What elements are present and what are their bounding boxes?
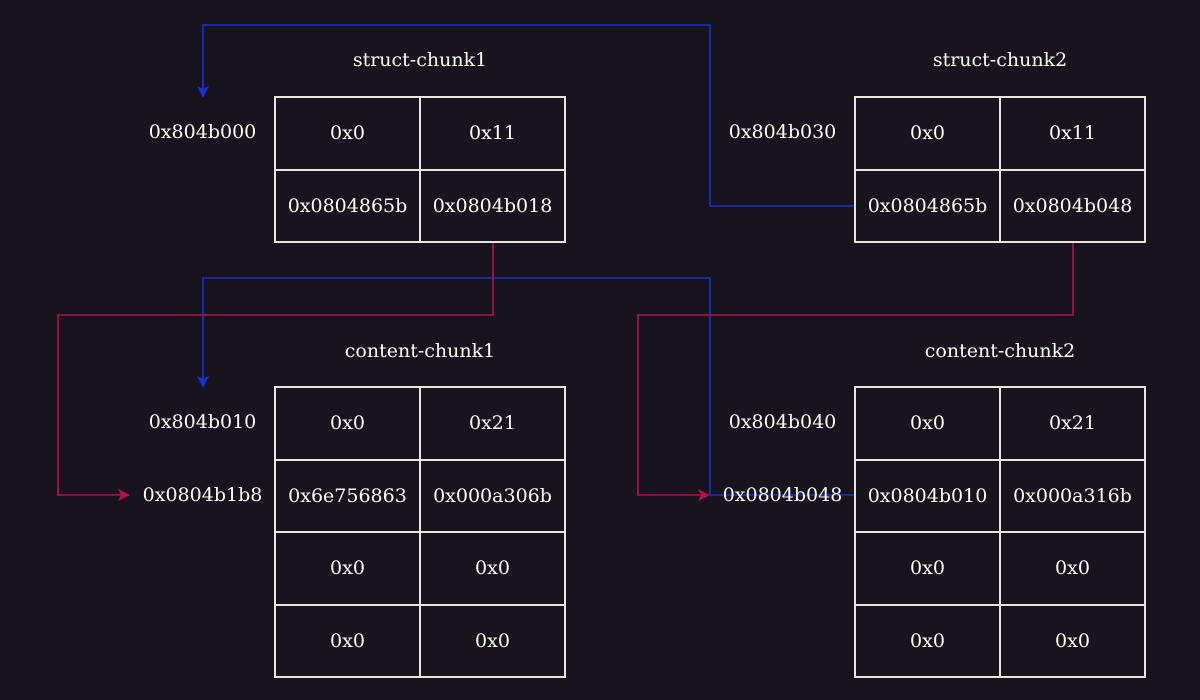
content-chunk2-cell: 0x0 [1001, 533, 1146, 606]
content-chunk2-cell: 0x21 [1001, 388, 1146, 461]
content-chunk1-address: 0x804b010 [148, 411, 257, 433]
struct-chunk1-table: 0x0 0x11 0x0804865b 0x0804b018 [274, 96, 566, 243]
content-chunk2-cell: 0x0 [856, 388, 1001, 461]
struct-chunk1-content-ptr: 0x0804b018 [421, 170, 566, 243]
content-chunk2-title: content-chunk2 [924, 340, 1076, 362]
content-chunk1-cell: 0x000a306b [421, 460, 566, 533]
struct-chunk2-prev-size: 0x0 [856, 98, 1001, 171]
struct-chunk2-address: 0x804b030 [728, 121, 837, 143]
struct-chunk1-address: 0x804b000 [148, 121, 257, 143]
content-chunk2-table: 0x0 0x21 0x0804b010 0x000a316b 0x0 0x0 0… [854, 386, 1146, 678]
content-chunk2-cell: 0x0 [856, 605, 1001, 678]
red-arrow-struct1-to-content1 [57, 242, 494, 501]
content-chunk1-cell: 0x0 [276, 533, 421, 606]
struct-chunk1-func-ptr: 0x0804865b [276, 170, 421, 243]
content-chunk2-address: 0x804b040 [728, 411, 837, 433]
struct-chunk1-title: struct-chunk1 [352, 49, 488, 71]
content-chunk2-data-address: 0x0804b048 [722, 484, 843, 506]
content-chunk1-cell: 0x6e756863 [276, 460, 421, 533]
struct-chunk1-prev-size: 0x0 [276, 98, 421, 171]
content-chunk1-title: content-chunk1 [344, 340, 496, 362]
content-chunk2-cell: 0x0 [856, 533, 1001, 606]
content-chunk2-cell: 0x0 [1001, 605, 1146, 678]
content-chunk2-cell: 0x0804b010 [856, 460, 1001, 533]
struct-chunk2-func-ptr: 0x0804865b [856, 170, 1001, 243]
struct-chunk2-title: struct-chunk2 [932, 49, 1068, 71]
content-chunk2-cell: 0x000a316b [1001, 460, 1146, 533]
struct-chunk2-size: 0x11 [1001, 98, 1146, 171]
blue-arrow-content2-to-content1 [197, 277, 855, 496]
struct-chunk2-table: 0x0 0x11 0x0804865b 0x0804b048 [854, 96, 1146, 243]
content-chunk1-cell: 0x21 [421, 388, 566, 461]
struct-chunk2-content-ptr: 0x0804b048 [1001, 170, 1146, 243]
content-chunk1-cell: 0x0 [421, 533, 566, 606]
red-arrow-struct2-to-content2 [637, 242, 1074, 501]
content-chunk1-cell: 0x0 [276, 605, 421, 678]
content-chunk1-cell: 0x0 [421, 605, 566, 678]
blue-arrow-struct2-to-struct1 [197, 24, 855, 207]
content-chunk1-cell: 0x0 [276, 388, 421, 461]
content-chunk1-data-address: 0x0804b1b8 [142, 484, 263, 506]
content-chunk1-table: 0x0 0x21 0x6e756863 0x000a306b 0x0 0x0 0… [274, 386, 566, 678]
struct-chunk1-size: 0x11 [421, 98, 566, 171]
